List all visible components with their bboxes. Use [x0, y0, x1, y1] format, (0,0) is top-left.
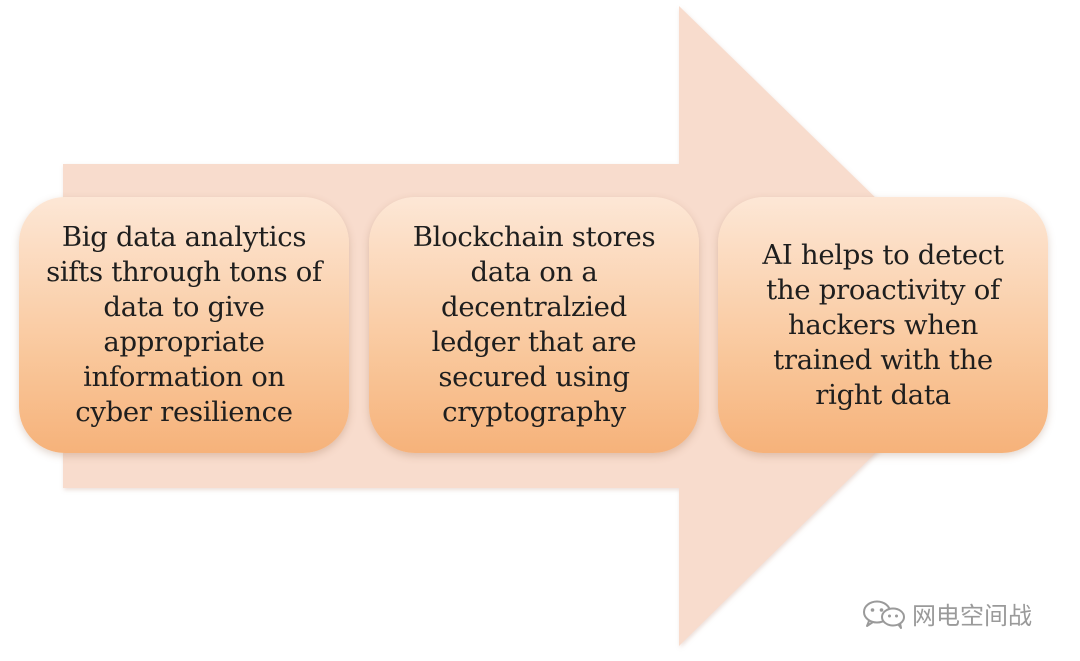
- step-text: AI helps to detect the proactivity of ha…: [762, 238, 1004, 411]
- watermark-text: 网电空间战: [912, 602, 1032, 630]
- watermark: 网电空间战: [862, 596, 1032, 631]
- wechat-icon: [863, 600, 905, 629]
- step-box-ai: AI helps to detect the proactivity of ha…: [718, 197, 1048, 453]
- step-box-blockchain: Blockchain stores data on a decentralzie…: [369, 197, 699, 453]
- step-text: Big data analytics sifts through tons of…: [46, 221, 322, 428]
- step-text: Blockchain stores data on a decentralzie…: [412, 221, 656, 428]
- step-box-big-data: Big data analytics sifts through tons of…: [19, 197, 349, 453]
